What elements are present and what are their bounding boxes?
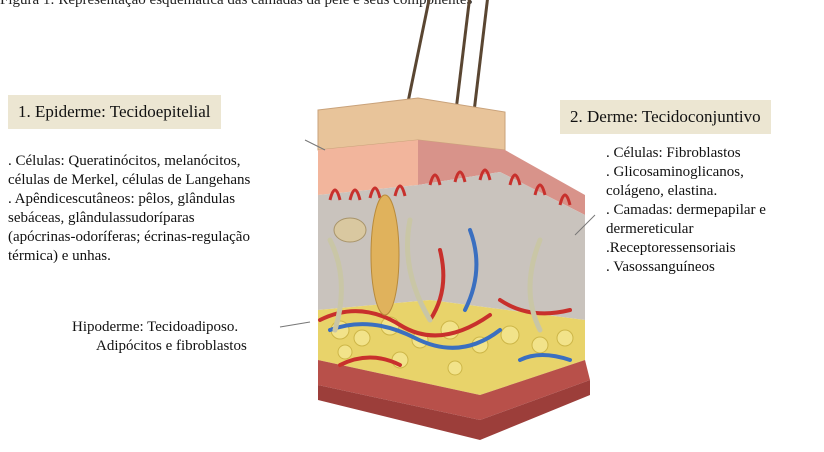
derme-line-5: dermereticular xyxy=(606,220,766,239)
derme-line-6: .Receptoressensoriais xyxy=(606,239,766,258)
derme-title: 2. Derme: Tecidoconjuntivo xyxy=(560,100,771,134)
derme-line-3: colágeno, elastina. xyxy=(606,182,766,201)
hipoderme-line-1: Hipoderme: Tecidoadiposo. xyxy=(72,318,247,337)
derme-description: . Células: Fibroblastos . Glicosaminogli… xyxy=(606,144,766,277)
epiderme-description: . Células: Queratinócitos, melanócitos, … xyxy=(8,152,250,266)
sebaceous-gland xyxy=(334,218,366,242)
derme-line-1: . Células: Fibroblastos xyxy=(606,144,766,163)
hair-follicle xyxy=(371,195,399,315)
epiderme-line-1: . Células: Queratinócitos, melanócitos, xyxy=(8,152,250,171)
epiderme-line-3: . Apêndicescutâneos: pêlos, glândulas xyxy=(8,190,250,209)
hipoderme-description: Hipoderme: Tecidoadiposo. Adipócitos e f… xyxy=(72,318,247,356)
epiderme-line-6: térmica) e unhas. xyxy=(8,247,250,266)
epiderme-line-2: células de Merkel, células de Langehans xyxy=(8,171,250,190)
epiderme-line-5: (apócrinas-odoríferas; écrinas-regulação xyxy=(8,228,250,247)
derme-line-7: . Vasossanguíneos xyxy=(606,258,766,277)
epiderme-title: 1. Epiderme: Tecidoepitelial xyxy=(8,95,221,129)
hipoderme-line-2: Adipócitos e fibroblastos xyxy=(72,337,247,356)
derme-line-2: . Glicosaminoglicanos, xyxy=(606,163,766,182)
epiderme-line-4: sebáceas, glândulassudoríparas xyxy=(8,209,250,228)
derme-line-4: . Camadas: dermepapilar e xyxy=(606,201,766,220)
